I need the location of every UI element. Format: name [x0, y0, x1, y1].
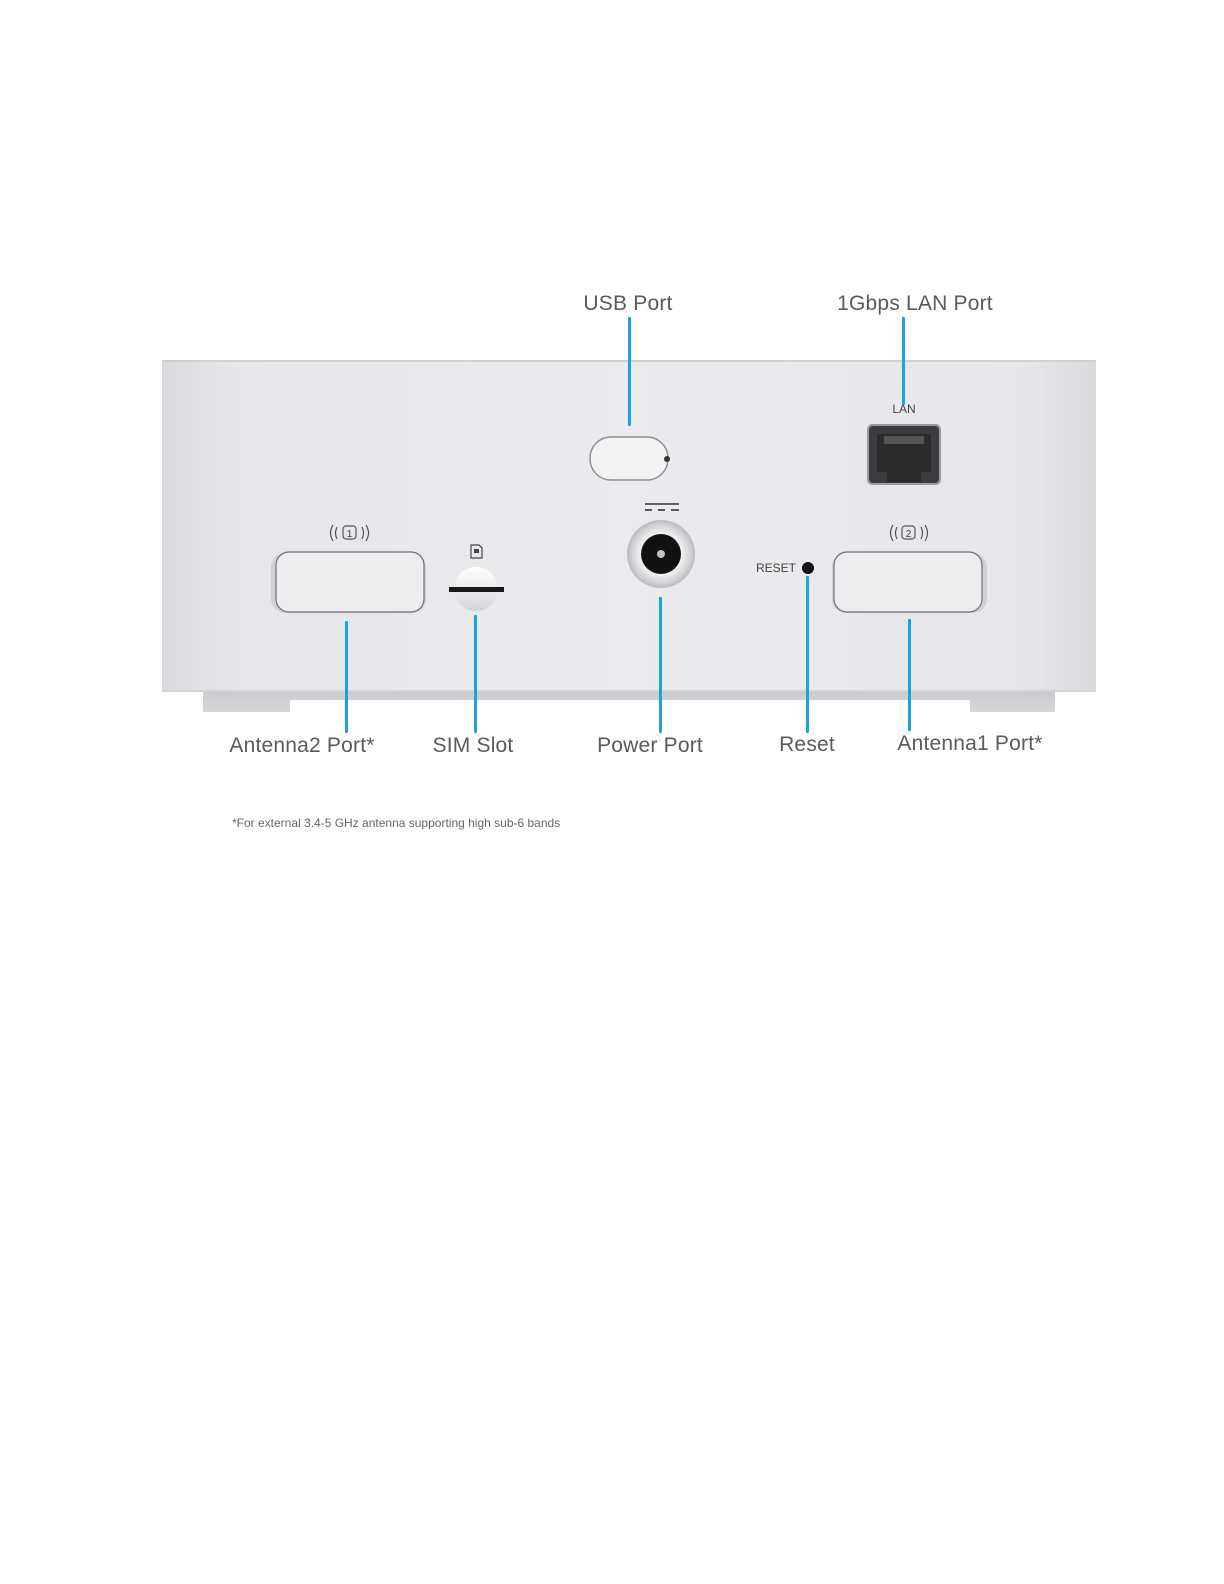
power-leader-line	[659, 597, 662, 733]
usb-leader-line	[628, 317, 631, 426]
sim-leader-line	[474, 615, 477, 733]
reset-button	[802, 562, 814, 574]
lan-port	[867, 424, 941, 485]
footnote: *For external 3.4-5 GHz antenna supporti…	[232, 816, 560, 830]
sim-slot-callout: SIM Slot	[433, 734, 514, 758]
usb-port-callout: USB Port	[583, 292, 672, 316]
lan-port-callout: 1Gbps LAN Port	[837, 292, 993, 316]
antenna2-leader-line	[345, 621, 348, 733]
antenna1-leader-line	[908, 619, 911, 731]
reset-label: RESET	[756, 561, 796, 575]
power-port-callout: Power Port	[597, 734, 703, 758]
antenna-right-number: 2	[906, 529, 912, 540]
lan-leader-line	[902, 317, 905, 405]
antenna1-port	[832, 552, 987, 613]
reset-callout: Reset	[779, 733, 835, 757]
reset-leader-line	[806, 576, 809, 733]
usb-port	[590, 437, 670, 480]
antenna1-port-callout: Antenna1 Port*	[897, 732, 1042, 756]
antenna-left-number: 1	[347, 529, 353, 540]
antenna2-port	[271, 552, 426, 613]
antenna2-port-callout: Antenna2 Port*	[229, 734, 374, 758]
